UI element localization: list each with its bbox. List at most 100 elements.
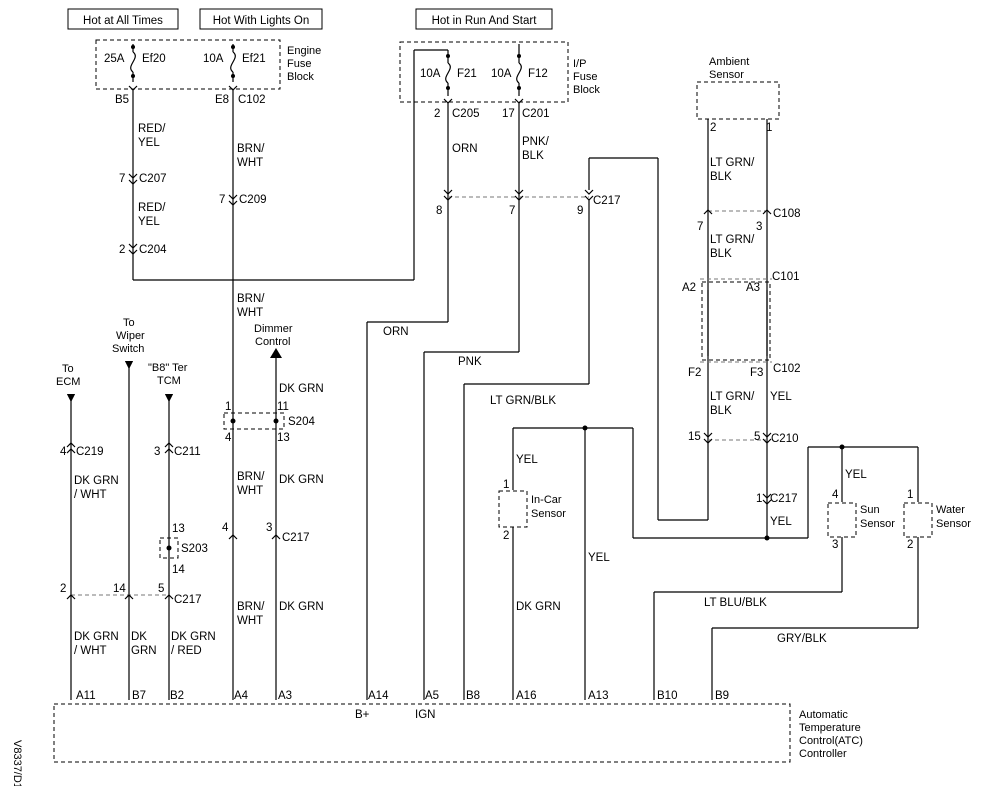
wire-dk-grn-dimmer-1: DK GRN <box>279 383 324 395</box>
s203-pin-13: 13 <box>172 523 185 535</box>
wire-pnk: PNK <box>458 356 482 368</box>
controller-label-4: Controller <box>799 748 847 760</box>
fuse-ef21-amps: 10A <box>203 53 224 65</box>
wire-lt-grn-blk-3b: BLK <box>710 405 732 417</box>
wire-brn-wht-1a: BRN/ <box>237 143 265 155</box>
pin-7-c209: 7 <box>219 194 225 206</box>
power-wires: RED/ YEL 7 C207 RED/ YEL 2 C204 BRN/ WHT… <box>119 50 415 700</box>
wire-brn-wht-4b: WHT <box>237 615 263 627</box>
connector-c209: C209 <box>239 194 267 206</box>
pin-2-c204: 2 <box>119 244 125 256</box>
wire-lt-grn-blk-2a: LT GRN/ <box>710 234 755 246</box>
sun-sensor-label-2: Sensor <box>860 518 895 530</box>
power-headers: Hot at All Times Hot With Lights On Hot … <box>67 8 553 30</box>
wire-brn-wht-3b: WHT <box>237 485 263 497</box>
ip-fuse-block: I/P Fuse Block 10A F21 10A F12 2 C205 17… <box>399 41 600 120</box>
s204-pin-1: 1 <box>225 401 231 413</box>
connector-c219: C219 <box>76 446 104 458</box>
pin-e8: E8 <box>215 94 229 106</box>
wire-dk-grn-wht-2b: / WHT <box>74 645 107 657</box>
wire-dk-grn-split-b: GRN <box>131 645 157 657</box>
connector-c217-top: C217 <box>593 195 621 207</box>
wire-yel-lower: YEL <box>770 516 792 528</box>
ambient-pin-1: 1 <box>766 122 772 134</box>
c210-pin-5: 5 <box>754 431 760 443</box>
connector-c217-yel: C217 <box>770 493 798 505</box>
terminal-b7: B7 <box>132 690 146 702</box>
wire-lt-grn-blk-3a: LT GRN/ <box>710 391 755 403</box>
terminal-b2: B2 <box>170 690 184 702</box>
to-wiper-label-2: Wiper <box>116 330 145 342</box>
wire-yel-ambient: YEL <box>770 391 792 403</box>
water-sensor <box>903 502 933 538</box>
s204-pin-4: 4 <box>225 432 232 444</box>
header-hot-in-run-and-start <box>415 8 553 30</box>
controller-label-2: Temperature <box>799 722 861 734</box>
c217-lower-pin-5: 5 <box>158 583 164 595</box>
header-hot-at-all-times-label: Hot at All Times <box>83 15 163 27</box>
wire-dk-grn-split-a: DK <box>131 631 147 643</box>
terminal-a13: A13 <box>588 690 608 702</box>
ambient-sensor-label-1: Ambient <box>709 56 749 68</box>
water-pin-1: 1 <box>907 489 913 501</box>
wire-lt-grn-blk-inline: LT GRN/BLK <box>490 395 556 407</box>
c211-pin-3: 3 <box>154 446 160 458</box>
pin-7-c207: 7 <box>119 173 125 185</box>
to-ecm-label-2: ECM <box>56 376 80 388</box>
to-wiper-label-1: To <box>123 317 135 329</box>
c217-pin-1: 1 <box>756 493 762 505</box>
connector-c217-lower: C217 <box>174 594 202 606</box>
s203-pin-14: 14 <box>172 564 185 576</box>
connector-c205: C205 <box>452 108 480 120</box>
figure-id: V8337/D1 <box>11 740 23 786</box>
header-hot-at-all-times <box>67 8 179 30</box>
ip-fuse-block-label-2: Fuse <box>573 71 597 83</box>
c217-lower-pin-14: 14 <box>113 583 126 595</box>
sun-sensor <box>827 502 857 538</box>
b8-ter-label-1: "B8" Ter <box>148 362 188 374</box>
terminal-a14: A14 <box>368 690 389 702</box>
s204-pin-11: 11 <box>277 401 289 413</box>
wire-brn-wht-3a: BRN/ <box>237 471 265 483</box>
terminal-a5: A5 <box>425 690 439 702</box>
wire-lt-grn-blk-2b: BLK <box>710 248 732 260</box>
s204-pin-13: 13 <box>277 432 290 444</box>
pin-f3: F3 <box>750 367 763 379</box>
pin-8-c217: 8 <box>436 205 442 217</box>
fuse-ef20-id: Ef20 <box>142 53 166 65</box>
wire-red-yel-1a: RED/ <box>138 123 166 135</box>
connector-c211: C211 <box>174 446 201 458</box>
connector-c201: C201 <box>522 108 550 120</box>
wire-brn-wht-4a: BRN/ <box>237 601 265 613</box>
wire-dk-grn-dimmer-3: DK GRN <box>279 601 324 613</box>
c217-mid-pin-3: 3 <box>266 522 272 534</box>
c108-pin-3: 3 <box>756 221 762 233</box>
engine-fuse-block-label-3: Block <box>287 71 314 83</box>
connector-c108: C108 <box>773 208 801 220</box>
header-hot-in-run-label: Hot in Run And Start <box>432 15 538 27</box>
connector-c217-mid: C217 <box>282 532 310 544</box>
pin-17-c201: 17 <box>502 108 515 120</box>
terminal-a16: A16 <box>516 690 536 702</box>
wire-dk-grn-wht-1b: / WHT <box>74 489 107 501</box>
splice-s203: S203 <box>181 543 208 555</box>
in-car-sensor <box>498 490 528 528</box>
wire-lt-grn-blk-1b: BLK <box>710 171 732 183</box>
fuse-ef21-id: Ef21 <box>242 53 266 65</box>
in-car-sensor-label-1: In-Car <box>531 494 562 506</box>
terminal-a4: A4 <box>234 690 249 702</box>
ip-fuse-block-label-1: I/P <box>573 58 586 70</box>
terminal-b8: B8 <box>466 690 480 702</box>
wire-yel-sun: YEL <box>845 469 867 481</box>
sun-pin-4: 4 <box>832 489 839 501</box>
c210-pin-15: 15 <box>688 431 701 443</box>
ip-fuse-block-label-3: Block <box>573 84 600 96</box>
terminal-a11: A11 <box>76 690 96 702</box>
sun-pin-3: 3 <box>832 539 838 551</box>
wire-lt-blu-blk: LT BLU/BLK <box>704 597 767 609</box>
fuse-f21-id: F21 <box>457 68 477 80</box>
wire-red-yel-2a: RED/ <box>138 202 166 214</box>
wire-yel-in-car: YEL <box>516 454 538 466</box>
header-hot-with-lights-on-label: Hot With Lights On <box>213 15 310 27</box>
